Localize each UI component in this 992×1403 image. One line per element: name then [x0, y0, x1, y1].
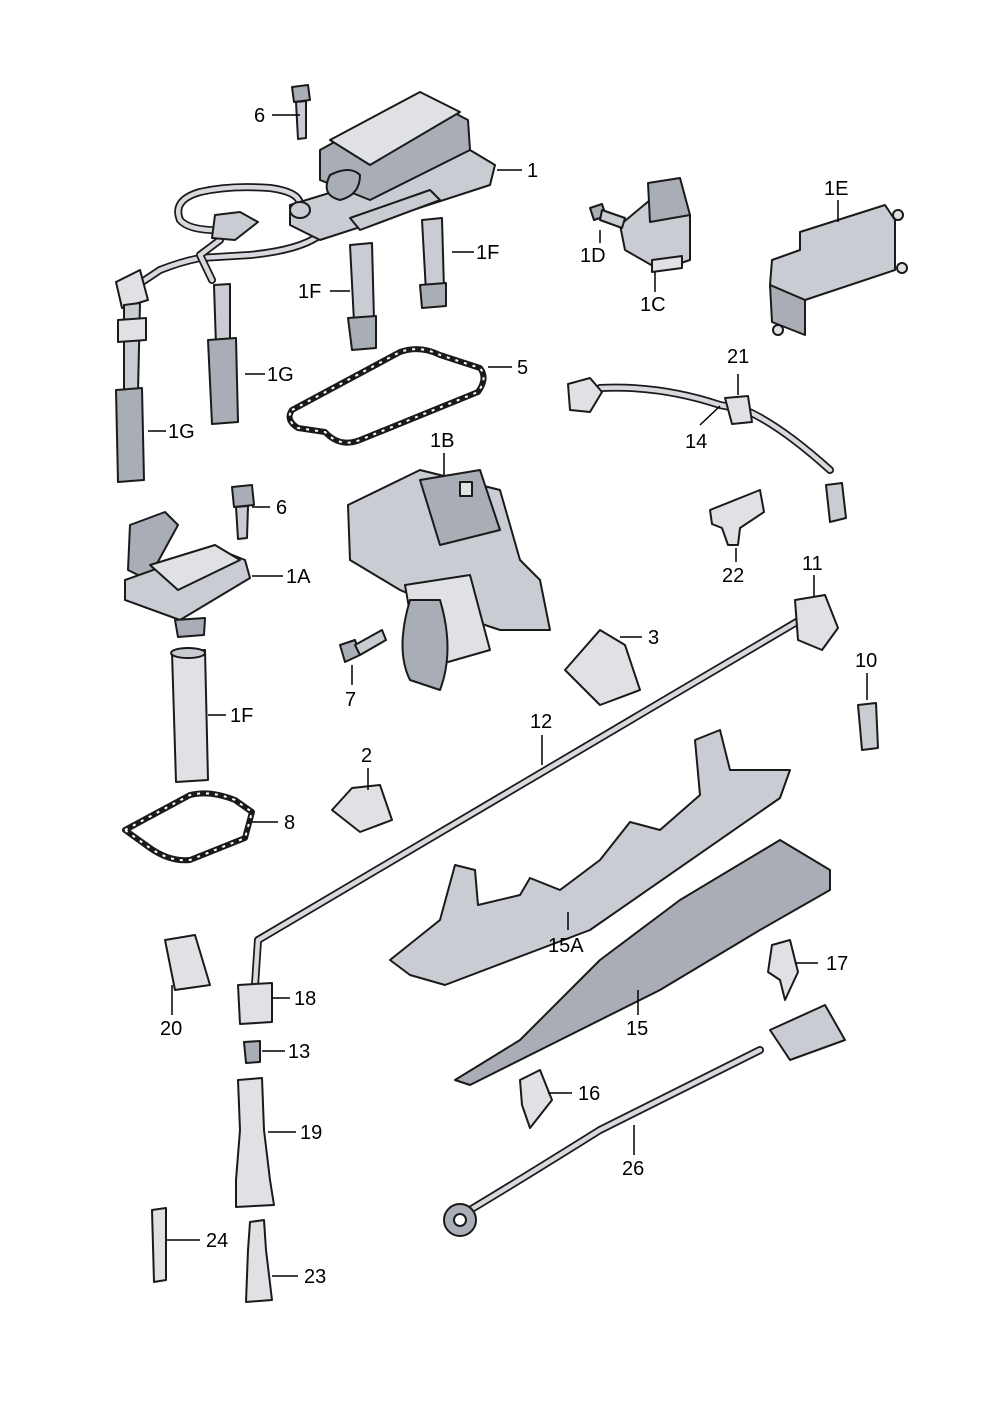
label-1D: 1D [580, 245, 606, 267]
part-clip-2 [331, 784, 393, 833]
label-3: 3 [648, 627, 659, 649]
label-7: 7 [345, 689, 356, 711]
part-coil-stem-1F-lower [170, 647, 209, 783]
part-bolt-6-top [291, 84, 311, 140]
label-26: 26 [622, 1158, 644, 1180]
part-lead-12 [251, 594, 839, 989]
part-clip-16 [519, 1069, 553, 1129]
label-22: 22 [722, 565, 744, 587]
part-gasket-5 [286, 346, 487, 446]
part-bolt-6-lower [231, 484, 255, 540]
part-knock-sensor-26 [443, 1004, 846, 1237]
part-bolt-7 [339, 629, 387, 663]
label-1G-left: 1G [168, 421, 195, 443]
part-sensor-wire-14 [567, 377, 847, 523]
label-15A: 15A [548, 935, 584, 957]
label-1F-right: 1F [476, 242, 499, 264]
part-holder-22 [709, 489, 765, 546]
part-sensor-10 [857, 702, 879, 751]
label-12: 12 [530, 711, 552, 733]
part-heat-shield-15 [454, 839, 831, 1086]
label-17: 17 [826, 953, 848, 975]
part-screw-1D [589, 203, 626, 229]
part-clip-17 [767, 939, 799, 1001]
label-14: 14 [685, 431, 707, 453]
part-gasket-8 [122, 790, 255, 864]
label-1A: 1A [286, 566, 311, 588]
part-bracket-15A [389, 729, 791, 986]
part-coil-stem-1F-left [347, 242, 377, 351]
part-plug-lead-1G-left [115, 269, 149, 483]
label-1G-right: 1G [267, 364, 294, 386]
label-1F-left: 1F [298, 281, 321, 303]
label-20: 20 [160, 1018, 182, 1040]
part-clip-3 [564, 629, 641, 706]
leader-lines [148, 114, 868, 1277]
part-sensor-1C [619, 177, 691, 273]
part-spark-plug-23 [245, 1219, 273, 1303]
part-coil-stem-1F-right [419, 217, 447, 309]
part-coil-1A [124, 511, 251, 638]
label-8: 8 [284, 812, 295, 834]
label-15: 15 [626, 1018, 648, 1040]
label-6-top: 6 [254, 105, 265, 127]
label-13: 13 [288, 1041, 310, 1063]
part-connector-19 [235, 1077, 275, 1208]
label-2: 2 [361, 745, 372, 767]
label-1E: 1E [824, 178, 848, 200]
label-1: 1 [527, 160, 538, 182]
callout-labels: 6 1 1F 1F 1G 1G 5 1D 1C 1E 21 14 22 6 1A… [160, 105, 877, 1288]
label-24: 24 [206, 1230, 228, 1252]
part-insert-13 [243, 1040, 261, 1064]
label-1F-lower: 1F [230, 705, 253, 727]
part-cap-18 [237, 982, 273, 1025]
label-11: 11 [802, 553, 823, 575]
part-clip-21 [724, 395, 753, 425]
label-21: 21 [727, 346, 749, 368]
part-bracket-1E [769, 204, 908, 336]
label-19: 19 [300, 1122, 322, 1144]
label-1C: 1C [640, 294, 666, 316]
label-5: 5 [517, 357, 528, 379]
part-boot-20 [164, 934, 211, 991]
label-10: 10 [855, 650, 877, 672]
label-23: 23 [304, 1266, 326, 1288]
part-plug-lead-1G-right [207, 283, 239, 425]
part-glow-plug-24 [151, 1207, 167, 1283]
label-16: 16 [578, 1083, 600, 1105]
part-ignition-coil-module [126, 91, 496, 294]
label-6-lower: 6 [276, 497, 287, 519]
label-1B: 1B [430, 430, 454, 452]
label-18: 18 [294, 988, 316, 1010]
part-coil-pack-1B [347, 469, 551, 691]
